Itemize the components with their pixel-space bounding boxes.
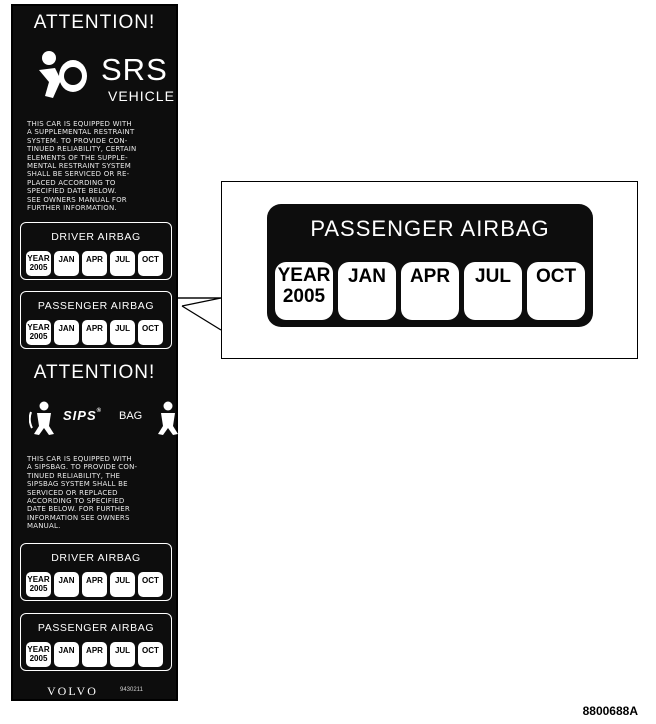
sips-instructions: THIS CAR IS EQUIPPED WITH A SIPSBAG. TO … [27,455,138,531]
enlarged-month-jul: JUL [464,262,522,320]
airbag-box-title: DRIVER AIRBAG [51,231,141,243]
enlarged-title: PASSENGER AIRBAG [310,216,550,241]
attention-heading-srs: ATTENTION! [33,12,156,33]
srs-warning-label: ATTENTION! SRS VEHICLE THIS CAR IS EQUIP… [11,4,183,701]
month-cell-jul: JUL [110,572,135,597]
label-part-number: 9430211 [120,687,143,693]
attention-heading-sips: ATTENTION! [33,362,156,383]
month-cell-jul: JUL [110,642,135,667]
month-cell-jul: JUL [110,320,135,345]
seated-person-right-icon [158,401,183,435]
sips-bag-word: BAG [119,410,143,422]
seated-person-left-icon [29,401,54,435]
month-cell-jan: JAN [54,642,79,667]
airbag-box-title: DRIVER AIRBAG [51,552,141,564]
volvo-logo: VOLVO [47,684,98,698]
srs-instructions: THIS CAR IS EQUIPPED WITH A SUPPLEMENTAL… [27,120,137,213]
month-cell-jan: JAN [54,572,79,597]
airbag-box-title: PASSENGER AIRBAG [37,300,155,312]
month-cell-jan: JAN [54,251,79,276]
enlarged-month-apr: APR [401,262,459,320]
month-cell-apr: APR [82,572,107,597]
month-cell-apr: APR [82,251,107,276]
month-cell-oct: OCT [138,642,163,667]
airbag-box-title: PASSENGER AIRBAG [37,622,155,634]
month-cell-oct: OCT [138,251,163,276]
srs-subtitle: VEHICLE [108,88,175,104]
figure-id: 8800688A [582,704,638,718]
enlarged-month-jan: JAN [338,262,396,320]
srs-title: SRS [101,52,168,87]
month-cell-apr: APR [82,642,107,667]
month-cell-jul: JUL [110,251,135,276]
leader-line-mid [176,297,222,307]
airbag-person-icon [39,51,87,98]
sips-logo: SIPS® [63,408,103,423]
leader-line-bottom [181,305,222,331]
month-cell-oct: OCT [138,320,163,345]
month-cell-apr: APR [82,320,107,345]
month-cell-oct: OCT [138,572,163,597]
month-cell-jan: JAN [54,320,79,345]
enlarged-month-oct: OCT [527,262,585,320]
